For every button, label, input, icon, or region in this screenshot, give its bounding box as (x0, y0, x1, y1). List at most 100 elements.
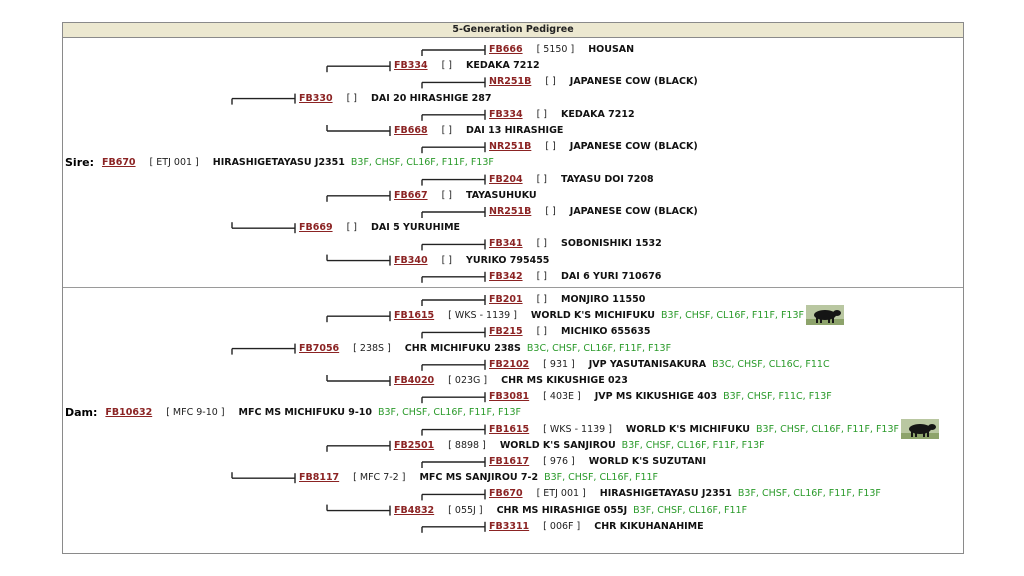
dam-pedigree-row-gen4: FB1617[ 976 ]WORLD K'S SUZUTANI (489, 455, 706, 469)
tag-number: [ ] (441, 254, 452, 266)
dam-pedigree-row-gen4: FB201[ ]MONJIRO 11550 (489, 293, 645, 307)
registration-link[interactable]: FB201 (489, 294, 523, 305)
page-title: 5-Generation Pedigree (63, 23, 963, 38)
sire-pedigree-row-gen4: FB342[ ]DAI 6 YURI 710676 (489, 270, 661, 284)
animal-name: YURIKO 795455 (466, 254, 550, 266)
cow-photo-icon[interactable] (805, 305, 844, 326)
sire-pedigree-row-gen4: FB341[ ]SOBONISHIKI 1532 (489, 237, 662, 251)
sire-dam-divider (63, 287, 963, 288)
sire-pedigree-row-gen4: NR251B [ ] JAPANESE COW (BLACK) (489, 140, 698, 154)
animal-name: JVP MS KIKUSHIGE 403 (594, 391, 718, 403)
genetic-traits: B3F, CHSF, CL16F, F11F (544, 472, 659, 484)
tag-number: [ ] (346, 92, 357, 104)
registration-link[interactable]: FB2102 (489, 358, 530, 370)
genetic-traits: B3F, CHSF, CL16F, F11F, F13F (661, 310, 804, 322)
animal-name: WORLD K'S SANJIROU (499, 439, 616, 451)
animal-name: MFC MS SANJIROU 7-2 (419, 472, 539, 484)
sire-pedigree-row-gen3: FB667[ ]TAYASUHUKU (394, 189, 537, 203)
registration-link[interactable]: FB341 (489, 238, 523, 250)
tag-number: [ 8898 ] (448, 439, 486, 451)
animal-name: MONJIRO 11550 (561, 294, 646, 305)
registration-link[interactable]: NR251B (489, 206, 532, 217)
registration-link[interactable]: FB670 (489, 488, 523, 500)
animal-name: CHR MS HIRASHIGE 055J (496, 504, 628, 516)
registration-link[interactable]: NR251B (489, 76, 532, 88)
registration-link[interactable]: FB1615 (394, 310, 435, 322)
registration-link[interactable]: FB330 (299, 92, 333, 104)
registration-link[interactable]: FB3081 (489, 391, 530, 403)
animal-name: CHR MS KIKUSHIGE 023 (501, 375, 628, 386)
tag-number: [ ] (536, 173, 547, 185)
animal-name: JAPANESE COW (BLACK) (569, 141, 698, 153)
animal-name: HOUSAN (588, 44, 635, 55)
registration-link[interactable]: FB670 (101, 157, 136, 169)
registration-link[interactable]: FB8117 (299, 472, 340, 484)
registration-link[interactable]: FB7056 (299, 342, 340, 354)
genetic-traits: B3C, CHSF, CL16C, F11C (712, 358, 830, 370)
registration-link[interactable]: FB668 (394, 125, 428, 136)
animal-name: HIRASHIGETAYASU J2351 (212, 157, 345, 169)
registration-link[interactable]: FB666 (489, 44, 523, 55)
registration-link[interactable]: FB340 (394, 254, 428, 266)
registration-link[interactable]: FB1617 (489, 456, 530, 467)
sire-pedigree-row-gen4: NR251B[ ]JAPANESE COW (BLACK) (489, 75, 698, 89)
registration-link[interactable]: FB215 (489, 326, 523, 338)
registration-link[interactable]: FB204 (489, 173, 523, 185)
registration-link[interactable]: NR251B (489, 141, 532, 153)
tag-number: [ ] (441, 125, 452, 136)
registration-link[interactable]: FB4832 (394, 504, 435, 516)
genetic-traits: B3F, CHSF, CL16F, F11F, F13F (756, 423, 899, 435)
tag-number: [ 403E ] (543, 391, 581, 403)
genetic-traits: B3F, CHSF, CL16F, F11F, F13F (737, 488, 881, 500)
animal-name: DAI 13 HIRASHIGE (466, 125, 564, 136)
animal-name: KEDAKA 7212 (561, 108, 635, 120)
dam-pedigree-row-gen4: FB3081 [ 403E ] JVP MS KIKUSHIGE 403 B3F, C… (489, 390, 832, 404)
tag-number: [ ] (536, 108, 547, 120)
dam-pedigree-row-gen3: FB4020[ 023G ]CHR MS KIKUSHIGE 023 (394, 374, 628, 388)
tag-number: [ ] (346, 222, 357, 234)
registration-link[interactable]: FB10632 (105, 407, 153, 419)
dam-pedigree-row-gen4: FB3311 [ 006F ] CHR KIKUHANAHIME (489, 520, 704, 534)
animal-name: DAI 20 HIRASHIGE 287 (371, 92, 492, 104)
genetic-traits: B3F, CHSF, F11C, F13F (723, 391, 832, 403)
tag-number: [ ETJ 001 ] (536, 488, 586, 500)
animal-name: CHR KIKUHANAHIME (594, 520, 704, 532)
registration-link[interactable]: FB334 (394, 60, 428, 72)
tag-number: [ 006F ] (543, 520, 581, 532)
pedigree-connector-lines (231, 45, 486, 533)
sire-label: Sire: (65, 156, 94, 170)
tag-number: [ MFC 9-10 ] (166, 407, 225, 419)
registration-link[interactable]: FB2501 (394, 439, 435, 451)
pedigree-panel: 5-Generation Pedigree FB666 [ 5150 ] HOUSA… (62, 22, 964, 554)
animal-name: JVP YASUTANISAKURA (588, 358, 707, 370)
registration-link[interactable]: FB4020 (394, 375, 435, 386)
animal-name: JAPANESE COW (BLACK) (569, 76, 698, 88)
sire-pedigree-row-gen3: FB340 [ ] YURIKO 795455 (394, 254, 549, 268)
sire-pedigree-row-gen4: FB666 [ 5150 ] HOUSAN (489, 43, 634, 57)
genetic-traits: B3F, CHSF, CL16F, F11F, F13F (350, 157, 494, 169)
registration-link[interactable]: FB3311 (489, 520, 530, 532)
tag-number: [ ETJ 001 ] (149, 157, 199, 169)
genetic-traits: B3F, CHSF, CL16F, F11F (633, 504, 748, 516)
animal-name: DAI 6 YURI 710676 (561, 270, 662, 282)
animal-name: JAPANESE COW (BLACK) (569, 206, 698, 217)
tag-number: [ MFC 7-2 ] (353, 472, 406, 484)
sire-pedigree-row-gen4: FB204[ ]TAYASU DOI 7208 (489, 173, 654, 187)
tag-number: [ 931 ] (543, 358, 575, 370)
animal-name: WORLD K'S SUZUTANI (588, 456, 707, 467)
registration-link[interactable]: FB1615 (489, 423, 530, 435)
registration-link[interactable]: FB667 (394, 189, 428, 201)
cow-photo-icon[interactable] (900, 418, 939, 439)
tag-number: [ WKS - 1139 ] (543, 423, 612, 435)
tag-number: [ 5150 ] (536, 44, 575, 55)
tag-number: [ ] (545, 141, 556, 153)
registration-link[interactable]: FB669 (299, 222, 333, 234)
tag-number: [ 238S ] (353, 342, 391, 354)
animal-name: MICHIKO 655635 (561, 326, 651, 338)
sire-pedigree-row-gen4: FB334 [ ] KEDAKA 7212 (489, 108, 635, 122)
registration-link[interactable]: FB334 (489, 108, 523, 120)
registration-link[interactable]: FB342 (489, 270, 523, 282)
tag-number: [ 055J ] (448, 504, 483, 516)
